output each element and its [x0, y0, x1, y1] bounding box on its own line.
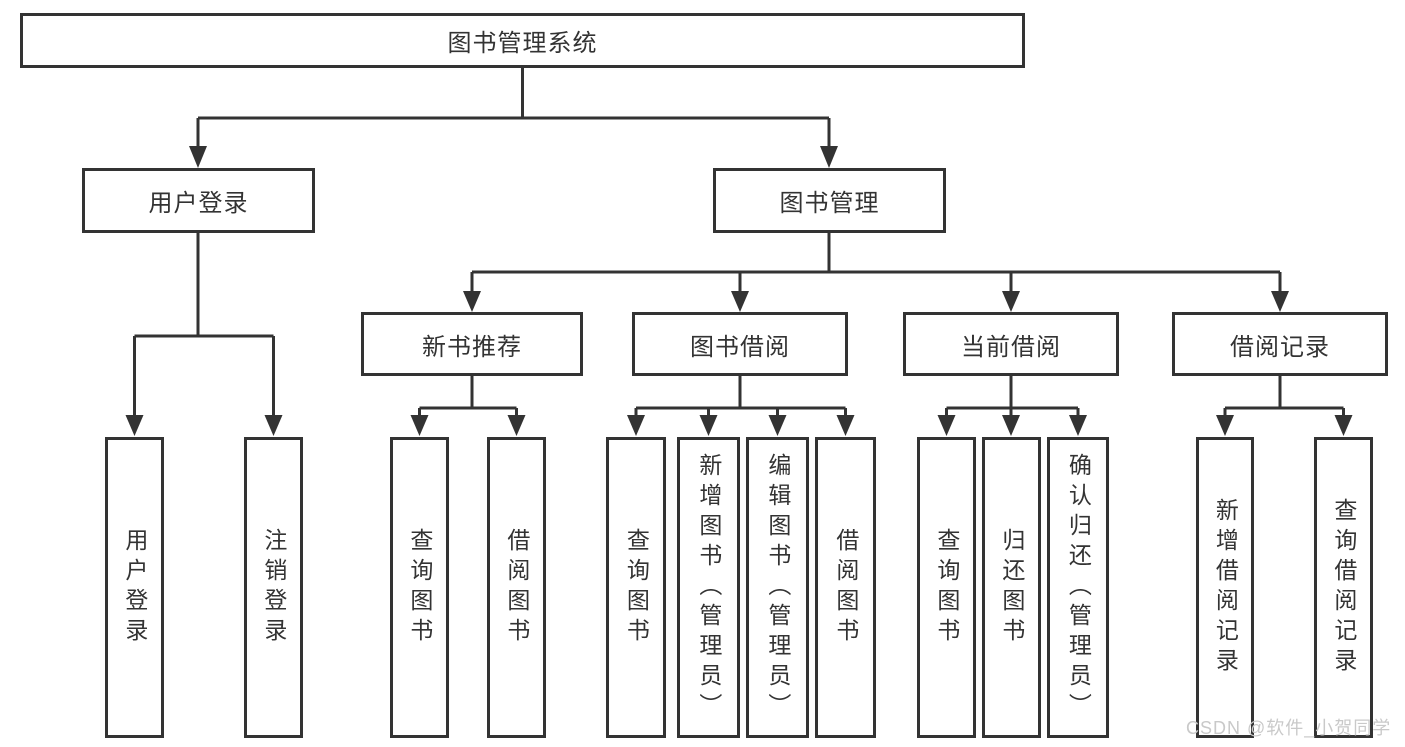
leaf-edit-books-admin: 编辑图书（管理员）: [746, 437, 809, 738]
leaf-edit-books-admin-label: 编辑图书（管理员）: [764, 452, 791, 723]
leaf-user-login-label: 用户登录: [121, 527, 148, 648]
leaf-query-borrow-record: 查询借阅记录: [1314, 437, 1373, 738]
leaf-query-books-3-label: 查询图书: [933, 527, 960, 648]
node-book-management: 图书管理: [713, 168, 946, 233]
node-book-borrowing-label: 图书借阅: [690, 333, 790, 361]
node-book-borrowing: 图书借阅: [632, 312, 848, 376]
leaf-return-books: 归还图书: [982, 437, 1041, 738]
leaf-add-books-admin: 新增图书（管理员）: [677, 437, 740, 738]
node-current-borrowing: 当前借阅: [903, 312, 1119, 376]
leaf-logout: 注销登录: [244, 437, 303, 738]
node-book-management-label: 图书管理: [779, 190, 880, 217]
node-user-login: 用户登录: [82, 168, 315, 233]
leaf-borrow-books-1-label: 借阅图书: [503, 527, 530, 648]
leaf-confirm-return-admin-label: 确认归还（管理员）: [1065, 452, 1092, 723]
node-borrowing-records-label: 借阅记录: [1230, 333, 1330, 361]
leaf-borrow-books-2: 借阅图书: [815, 437, 876, 738]
leaf-query-books-2-label: 查询图书: [623, 527, 650, 648]
leaf-add-borrow-record: 新增借阅记录: [1196, 437, 1254, 738]
node-new-book-recommendation: 新书推荐: [361, 312, 583, 376]
leaf-query-borrow-record-label: 查询借阅记录: [1330, 497, 1357, 678]
leaf-query-books-1: 查询图书: [390, 437, 449, 738]
leaf-confirm-return-admin: 确认归还（管理员）: [1047, 437, 1109, 738]
node-new-book-recommendation-label: 新书推荐: [422, 333, 522, 361]
node-user-login-label: 用户登录: [148, 190, 249, 217]
node-root-label: 图书管理系统: [447, 30, 598, 57]
leaf-query-books-1-label: 查询图书: [406, 527, 433, 648]
watermark: CSDN @软件_小贺同学: [1186, 718, 1392, 738]
leaf-query-books-2: 查询图书: [606, 437, 666, 738]
leaf-user-login: 用户登录: [105, 437, 164, 738]
leaf-add-borrow-record-label: 新增借阅记录: [1212, 497, 1239, 678]
leaf-return-books-label: 归还图书: [998, 527, 1025, 648]
leaf-add-books-admin-label: 新增图书（管理员）: [695, 452, 722, 723]
leaf-query-books-3: 查询图书: [917, 437, 976, 738]
node-borrowing-records: 借阅记录: [1172, 312, 1388, 376]
node-root: 图书管理系统: [20, 13, 1025, 68]
node-current-borrowing-label: 当前借阅: [961, 333, 1061, 361]
leaf-borrow-books-2-label: 借阅图书: [832, 527, 859, 648]
leaf-borrow-books-1: 借阅图书: [487, 437, 546, 738]
leaf-logout-label: 注销登录: [260, 527, 287, 648]
